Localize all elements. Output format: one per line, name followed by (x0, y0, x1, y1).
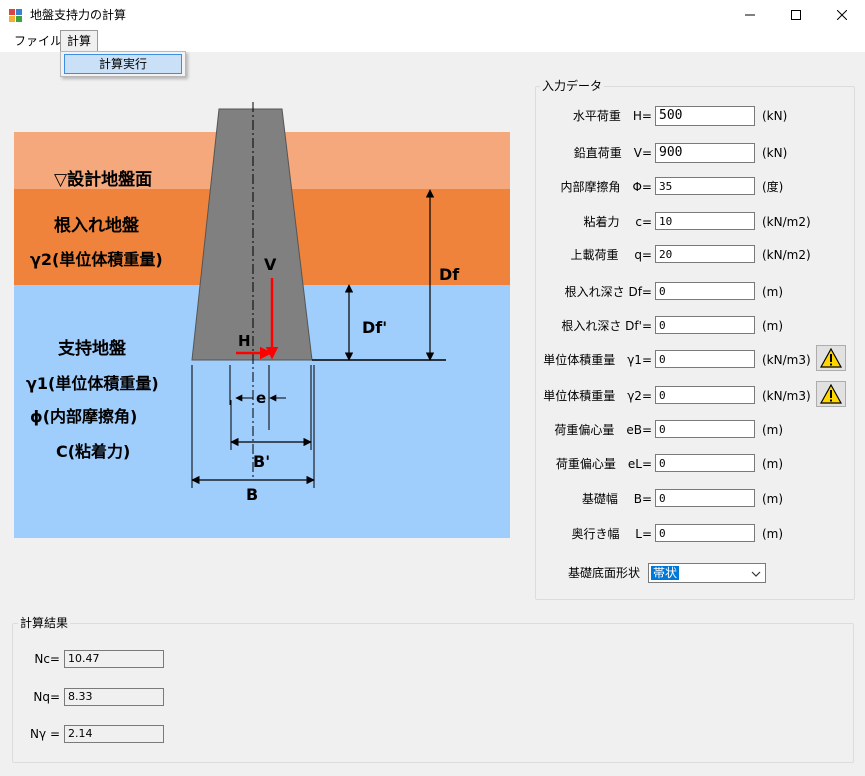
input-label-6: 根入れ深さ Df'= (561, 319, 652, 333)
input-field-5[interactable]: 0 (655, 282, 755, 300)
input-label-2: 内部摩擦角 Φ= (560, 180, 652, 194)
input-unit-1: (kN) (762, 146, 788, 160)
input-label-3: 粘着力 c= (583, 215, 652, 229)
label-b: B (246, 485, 258, 504)
result-label-1: Nq= (33, 690, 60, 704)
menu-calc[interactable]: 計算 (60, 30, 99, 52)
input-field-10[interactable]: 0 (655, 454, 755, 472)
diagram-svg: ▽設計地盤面 根入れ地盤 γ2(単位体積重量) 支持地盤 γ1(単位体積重量) … (14, 102, 510, 538)
result-label-0: Nc= (34, 652, 60, 666)
input-field-7[interactable]: 0 (655, 350, 755, 368)
shape-select[interactable]: 帯状 (648, 563, 766, 583)
calc-dropdown-menu: 計算実行 (60, 51, 186, 77)
input-label-1: 鉛直荷重 V= (573, 146, 652, 160)
input-label-4: 上載荷重 q= (570, 248, 653, 262)
input-label-0: 水平荷重 H= (572, 109, 652, 123)
results-group-title: 計算結果 (18, 616, 71, 630)
label-v: V (264, 255, 277, 274)
input-field-11[interactable]: 0 (655, 489, 755, 507)
label-bearing-3: ϕ(内部摩擦角) (30, 407, 137, 426)
menu-file[interactable]: ファイル (14, 34, 63, 48)
label-bearing-2: γ1(単位体積重量) (26, 374, 159, 393)
input-label-11: 基礎幅 B= (581, 492, 652, 506)
title-bar: 地盤支持力の計算 (0, 0, 865, 30)
input-unit-6: (m) (762, 319, 784, 333)
input-unit-7: (kN/m3) (762, 353, 811, 367)
input-unit-8: (kN/m3) (762, 389, 811, 403)
input-label-5: 根入れ深さ Df= (564, 285, 652, 299)
label-bearing-4: C(粘着力) (56, 442, 130, 461)
result-field-0: 10.47 (64, 650, 164, 668)
input-unit-9: (m) (762, 423, 784, 437)
input-label-8: 単位体積重量 γ2= (543, 389, 652, 403)
label-df-prime: Df' (362, 318, 387, 337)
input-unit-0: (kN) (762, 109, 788, 123)
results-groupbox (12, 623, 854, 763)
foundation-diagram: ▽設計地盤面 根入れ地盤 γ2(単位体積重量) 支持地盤 γ1(単位体積重量) … (14, 100, 510, 538)
input-groupbox (535, 86, 855, 600)
menu-item-run-calc[interactable]: 計算実行 (64, 54, 182, 74)
input-unit-3: (kN/m2) (762, 215, 811, 229)
label-embed-layer-1: 根入れ地盤 (54, 215, 140, 236)
shape-select-value: 帯状 (651, 566, 680, 580)
label-h: H (238, 332, 251, 350)
label-df: Df (439, 265, 460, 284)
input-label-7: 単位体積重量 γ1= (543, 353, 652, 367)
input-field-3[interactable]: 10 (655, 212, 755, 230)
warning-button-gamma2[interactable] (816, 381, 846, 407)
window-title: 地盤支持力の計算 (30, 8, 127, 22)
label-embed-layer-2: γ2(単位体積重量) (30, 250, 163, 269)
label-b-prime: B' (253, 452, 270, 471)
app-icon (8, 7, 24, 23)
warning-icon (820, 348, 842, 368)
input-unit-4: (kN/m2) (762, 248, 811, 262)
input-field-2[interactable]: 35 (655, 177, 755, 195)
result-field-2: 2.14 (64, 725, 164, 743)
input-unit-10: (m) (762, 457, 784, 471)
input-field-0[interactable]: 500 (655, 106, 755, 126)
chevron-down-icon (751, 568, 761, 582)
input-field-9[interactable]: 0 (655, 420, 755, 438)
shape-label: 基礎底面形状 (567, 566, 640, 580)
minimize-button[interactable] (727, 0, 773, 30)
input-unit-12: (m) (762, 527, 784, 541)
input-label-12: 奥行き幅 L= (571, 527, 652, 541)
input-label-10: 荷重偏心量 eL= (555, 457, 652, 471)
warning-icon (820, 384, 842, 404)
input-group-title: 入力データ (540, 79, 605, 93)
label-ground-surface: ▽設計地盤面 (54, 169, 152, 190)
input-unit-2: (度) (762, 180, 784, 194)
label-e: e (256, 389, 266, 407)
input-field-1[interactable]: 900 (655, 143, 755, 163)
input-field-8[interactable]: 0 (655, 386, 755, 404)
maximize-button[interactable] (773, 0, 819, 30)
input-field-6[interactable]: 0 (655, 316, 755, 334)
label-bearing-1: 支持地盤 (58, 338, 127, 359)
input-unit-5: (m) (762, 285, 784, 299)
input-label-9: 荷重偏心量 eB= (554, 423, 652, 437)
warning-button-gamma1[interactable] (816, 345, 846, 371)
menu-bar: ファイル 計算 (0, 30, 865, 52)
input-field-12[interactable]: 0 (655, 524, 755, 542)
close-button[interactable] (819, 0, 865, 30)
input-field-4[interactable]: 20 (655, 245, 755, 263)
result-label-2: Nγ = (30, 727, 60, 741)
input-unit-11: (m) (762, 492, 784, 506)
result-field-1: 8.33 (64, 688, 164, 706)
